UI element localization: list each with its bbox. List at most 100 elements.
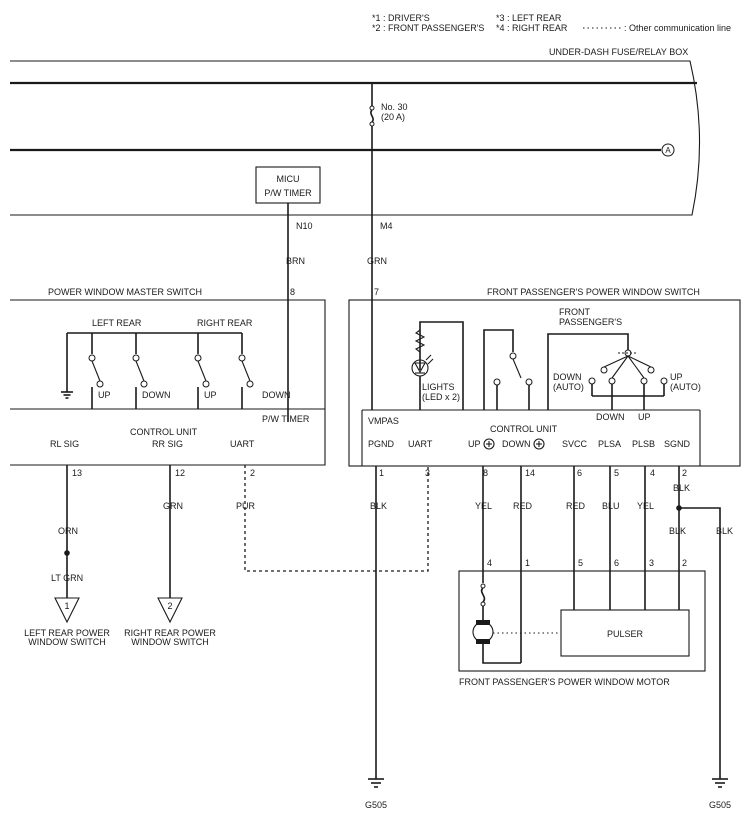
label-vmpas: VMPAS (368, 416, 399, 426)
fp-updown-switch-icon (493, 352, 533, 386)
fuse-box-outline (10, 60, 701, 216)
left-rear-ref-line2: WINDOW SWITCH (28, 637, 105, 647)
fp-pin-6: 6 (577, 468, 582, 478)
wire-color-orn: ORN (58, 526, 78, 536)
label-fp-up: UP (638, 412, 651, 422)
wire-color-pur: PUR (236, 501, 256, 511)
micu-pw-timer: P/W TIMER (264, 188, 312, 198)
master-pin-13: 13 (72, 468, 82, 478)
master-pin-8: 8 (290, 287, 295, 297)
ground-symbol-icon (61, 391, 73, 399)
motor-pin-2: 2 (682, 558, 687, 568)
legend-front-passenger: *2 : FRONT PASSENGER'S (372, 23, 484, 33)
master-switch-title: POWER WINDOW MASTER SWITCH (48, 287, 202, 297)
switch-right-rear-up-icon (194, 354, 210, 388)
legend-comm-line: : Other communication line (624, 23, 731, 33)
legend-driver: *1 : DRIVER'S (372, 13, 430, 23)
label-down-auto: DOWN (553, 372, 582, 382)
wire-color-brn: BRN (286, 256, 305, 266)
terminal-m4: M4 (380, 221, 393, 231)
motor-pin-3: 3 (649, 558, 654, 568)
label-lr-down: DOWN (142, 390, 171, 400)
label-rr-sig: RR SIG (152, 439, 183, 449)
fuse-relay-box: UNDER-DASH FUSE/RELAY BOX A No. 30 (20 A… (10, 47, 701, 216)
label-plsb: PLSB (632, 439, 655, 449)
left-rear-ref-line1: LEFT REAR POWER (24, 628, 110, 638)
wire-color-red-svcc: RED (566, 501, 586, 511)
resistor-icon (414, 329, 426, 353)
fuse-amperage: (20 A) (381, 112, 405, 122)
motor-title: FRONT PASSENGER'S POWER WINDOW MOTOR (459, 677, 670, 687)
uart-communication-line (244, 465, 429, 572)
wire-color-blk-lower: BLK (669, 526, 686, 536)
fp-pin-7: 7 (374, 287, 379, 297)
fp-switch-title: FRONT PASSENGER'S POWER WINDOW SWITCH (487, 287, 700, 297)
fp-pin-14: 14 (525, 468, 535, 478)
legend-right-rear: *4 : RIGHT REAR (496, 23, 568, 33)
ground-label-right: G505 (709, 800, 731, 810)
label-fp-uart: UART (408, 439, 433, 449)
wire-color-blu: BLU (602, 501, 620, 511)
pulser-label: PULSER (607, 629, 644, 639)
power-window-master-switch: POWER WINDOW MASTER SWITCH 8 LEFT REAR R… (10, 287, 326, 466)
breaker-terminal-bottom (480, 601, 486, 607)
right-rear-ref-line2: WINDOW SWITCH (131, 637, 208, 647)
breaker-terminal-top (480, 583, 486, 589)
wire-color-grn-rr: GRN (163, 501, 183, 511)
connector-a-label: A (665, 146, 671, 155)
label-pgnd: PGND (368, 439, 395, 449)
fp-auto-common-wire (547, 333, 629, 410)
motor-pin-4: 4 (487, 558, 492, 568)
svg-text:1: 1 (64, 601, 69, 611)
fp-pin-8: 8 (483, 468, 488, 478)
master-switch-outline (10, 299, 326, 466)
micu-label: MICU (277, 174, 300, 184)
label-rr-down: DOWN (262, 390, 291, 400)
fp-pin-1: 1 (379, 468, 384, 478)
label-rr-up: UP (204, 390, 217, 400)
wire-color-yel-up: YEL (475, 501, 492, 511)
label-down-terminal: DOWN (502, 439, 531, 449)
pulser-box (560, 609, 690, 657)
switch-left-rear-up-icon (88, 354, 104, 388)
label-up-terminal: UP (468, 439, 481, 449)
label-up-auto-paren: (AUTO) (670, 382, 701, 392)
label-rl-sig: RL SIG (50, 439, 79, 449)
motor-pin-5: 5 (578, 558, 583, 568)
front-passenger-window-switch: FRONT PASSENGER'S POWER WINDOW SWITCH 7 … (348, 287, 741, 467)
wire-splice-node (64, 550, 70, 556)
label-up-auto: UP (670, 372, 683, 382)
fuse-terminal-top (369, 105, 375, 111)
plus-circle-icon (483, 438, 495, 450)
master-pin-2: 2 (250, 468, 255, 478)
fuse-number: No. 30 (381, 102, 408, 112)
label-down-auto-paren: (AUTO) (553, 382, 584, 392)
master-control-unit: CONTROL UNIT (130, 427, 198, 437)
connector-a-icon (661, 143, 675, 157)
motor-pin-6: 6 (614, 558, 619, 568)
wire-color-blk-right: BLK (716, 526, 733, 536)
motor-wire-bottom (482, 644, 521, 664)
fuse-box-title: UNDER-DASH FUSE/RELAY BOX (549, 47, 688, 57)
label-lr-up: UP (98, 390, 111, 400)
right-rear-switch-ref-icon: 2 (157, 597, 183, 624)
label-front: FRONT (559, 307, 590, 317)
left-rear-switch-ref-icon: 1 (54, 597, 80, 624)
label-passengers: PASSENGER'S (559, 317, 622, 327)
label-plsa: PLSA (598, 439, 621, 449)
label-pw-timer: P/W TIMER (262, 414, 310, 424)
terminal-n10: N10 (296, 221, 313, 231)
label-fp-down: DOWN (596, 412, 625, 422)
wire-color-blk-pgnd: BLK (370, 501, 387, 511)
fp-pin-2: 2 (682, 468, 687, 478)
label-lights: LIGHTS (422, 382, 455, 392)
master-pin-12: 12 (175, 468, 185, 478)
fp-switch-outline (348, 299, 741, 467)
fuse-icon (370, 109, 374, 123)
switch-right-rear-down-icon (238, 354, 254, 388)
ground-g505-left-icon (368, 778, 384, 788)
label-left-rear: LEFT REAR (92, 318, 142, 328)
wire-color-lt-grn: LT GRN (51, 573, 83, 583)
fp-pin-5: 5 (614, 468, 619, 478)
